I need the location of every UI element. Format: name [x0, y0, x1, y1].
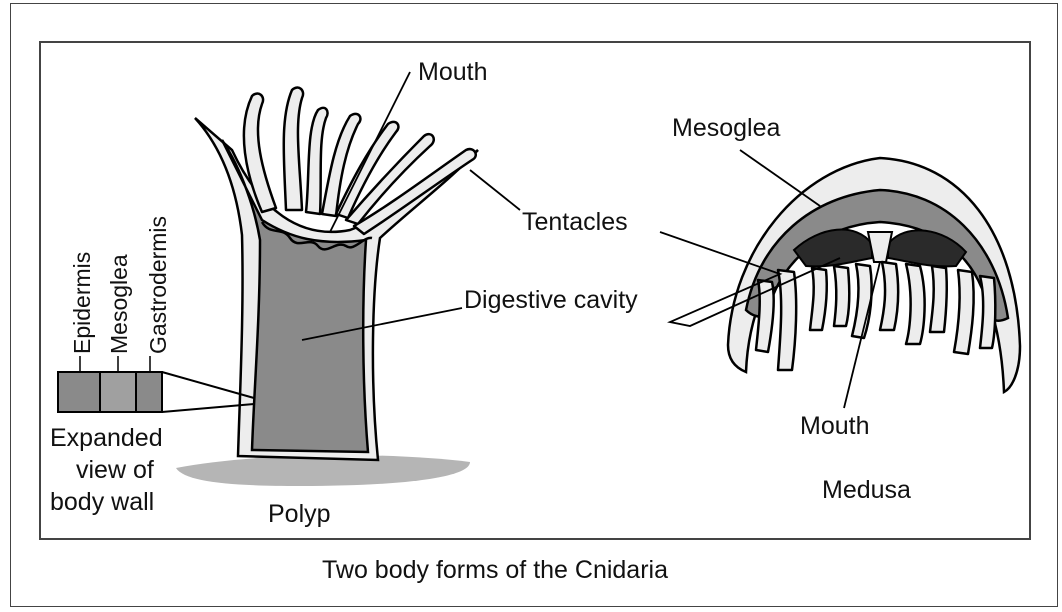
medusa-tentacle	[852, 264, 872, 338]
expanded-view-line-1: Expanded	[50, 424, 163, 452]
mesoglea-vertical-label: Mesoglea	[106, 254, 132, 354]
medusa-illustration	[728, 158, 1020, 392]
expanded-body-wall	[58, 356, 254, 412]
polyp-substrate	[176, 455, 470, 486]
medusa-tentacle	[980, 276, 995, 348]
tentacles-label: Tentacles	[522, 208, 628, 236]
leader-medusa-mesoglea	[740, 150, 820, 206]
expanded-view-line-2: view of	[76, 456, 154, 484]
digestive-cavity-label: Digestive cavity	[464, 286, 638, 314]
medusa-tentacle	[906, 264, 925, 344]
gastrodermis-label: Gastrodermis	[145, 216, 171, 354]
polyp-illustration	[176, 88, 478, 486]
medusa-tentacle	[810, 268, 827, 330]
medusa-name-label: Medusa	[822, 476, 911, 504]
medusa-mouth-label: Mouth	[800, 412, 869, 440]
leader-tentacles-polyp	[470, 170, 520, 210]
wall-layer-mesoglea	[100, 372, 136, 412]
epidermis-label: Epidermis	[69, 252, 95, 354]
medusa-tentacle	[954, 270, 974, 354]
polyp-mouth-label: Mouth	[418, 58, 487, 86]
polyp-tentacle	[284, 88, 303, 210]
medusa-tentacle	[834, 266, 849, 326]
medusa-tentacle	[930, 266, 947, 332]
wall-layer-epidermis	[58, 372, 100, 412]
wall-layer-gastrodermis	[136, 372, 162, 412]
polyp-name-label: Polyp	[268, 500, 331, 528]
figure-caption: Two body forms of the Cnidaria	[322, 556, 668, 584]
medusa-mesoglea-label: Mesoglea	[672, 114, 780, 142]
expanded-view-line-3: body wall	[50, 488, 154, 516]
medusa-tentacle	[756, 280, 774, 352]
medusa-tentacle	[880, 262, 898, 330]
